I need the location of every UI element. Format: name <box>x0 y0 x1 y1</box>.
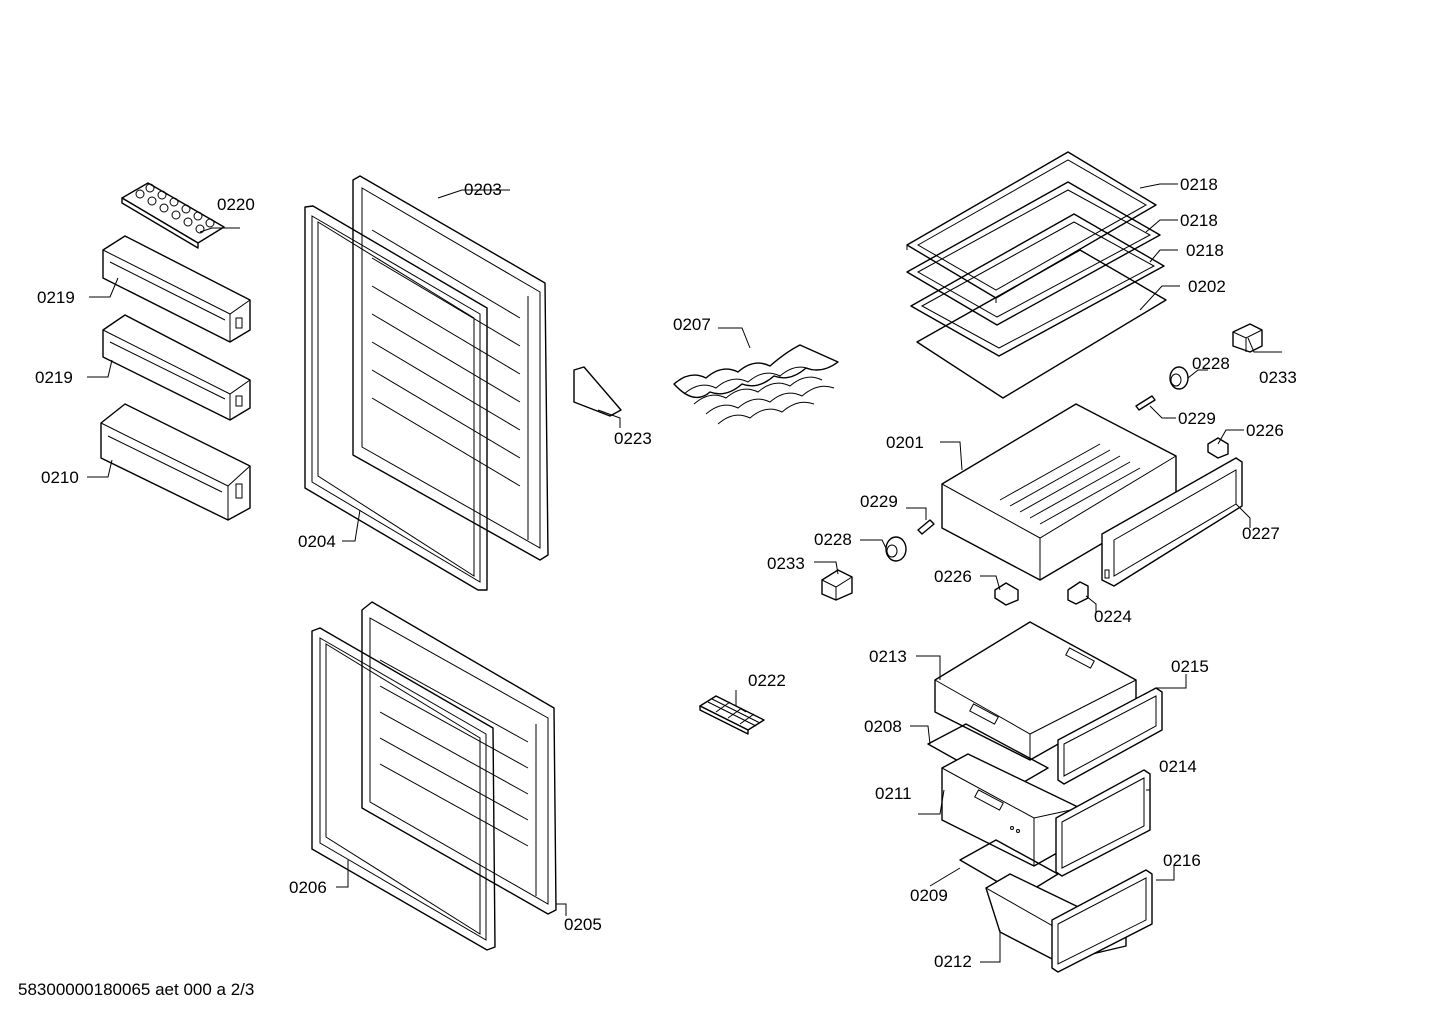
part-label-0229-left: 0229 <box>860 492 898 511</box>
roller-left-0228 <box>885 536 907 562</box>
part-label-0218-mid: 0218 <box>1180 211 1218 230</box>
clip-right-0226 <box>1207 437 1229 459</box>
clip-left-0226 <box>994 582 1019 606</box>
part-label-0203: 0203 <box>464 180 502 199</box>
part-label-0227: 0227 <box>1242 524 1280 543</box>
drawer-front-lower <box>1051 869 1153 973</box>
upper-door-gasket <box>304 205 488 591</box>
part-label-0219-middle: 0219 <box>35 368 73 387</box>
pin-right-0229 <box>1135 395 1156 411</box>
part-label-0223: 0223 <box>614 429 652 448</box>
bracket-left-0233 <box>821 569 853 601</box>
shelf-frame-1 <box>906 151 1157 303</box>
glass-plate <box>916 249 1167 399</box>
part-label-0208: 0208 <box>864 717 902 736</box>
shelf-frame-3 <box>910 213 1165 357</box>
part-label-0204: 0204 <box>298 532 336 551</box>
part-label-0214: 0214 <box>1159 757 1197 776</box>
drawing-reference-number: 58300000180065 aet 000 a 2/3 <box>18 980 255 999</box>
part-label-0213: 0213 <box>869 647 907 666</box>
lower-door <box>361 601 557 915</box>
drawer-front-middle <box>1055 769 1151 877</box>
part-label-0218-bottom: 0218 <box>1186 241 1224 260</box>
door-shelf-middle <box>102 314 251 421</box>
part-label-0207: 0207 <box>673 315 711 334</box>
part-label-0209: 0209 <box>910 886 948 905</box>
bottle-rack <box>673 344 839 425</box>
slider-0224 <box>1067 581 1089 605</box>
part-label-0228-right: 0228 <box>1192 354 1230 373</box>
part-label-0224: 0224 <box>1094 607 1132 626</box>
part-label-0218-top: 0218 <box>1180 175 1218 194</box>
part-label-0233-right: 0233 <box>1259 368 1297 387</box>
ice-cube-tray <box>699 695 765 735</box>
part-label-0216: 0216 <box>1163 851 1201 870</box>
leader-lines <box>87 183 1282 963</box>
part-label-0201: 0201 <box>886 433 924 452</box>
part-labels: 0220 0219 0219 0210 0203 0204 0223 0207 … <box>35 175 1297 971</box>
upper-door <box>352 175 549 561</box>
part-label-0211: 0211 <box>875 784 912 803</box>
part-label-0226-right: 0226 <box>1246 421 1284 440</box>
bracket-right-0233 <box>1232 323 1263 353</box>
egg-tray <box>121 182 225 249</box>
shelf-frame-2 <box>906 181 1161 326</box>
roller-right-0228 <box>1169 366 1189 390</box>
part-label-0205: 0205 <box>564 915 602 934</box>
part-label-0210: 0210 <box>41 468 79 487</box>
door-shelf-upper <box>102 235 251 343</box>
part-label-0206: 0206 <box>289 878 327 897</box>
part-label-0219-upper: 0219 <box>37 288 75 307</box>
label-card <box>573 366 622 417</box>
pin-left-0229 <box>917 519 935 535</box>
part-label-0226-left: 0226 <box>934 567 972 586</box>
part-label-0202: 0202 <box>1188 277 1226 296</box>
part-label-0228-left: 0228 <box>814 530 852 549</box>
part-label-0212: 0212 <box>934 952 972 971</box>
part-label-0229-right: 0229 <box>1178 409 1216 428</box>
part-label-0233-left: 0233 <box>767 554 805 573</box>
lower-door-gasket <box>311 627 496 951</box>
part-label-0222: 0222 <box>748 671 786 690</box>
part-label-0220: 0220 <box>217 195 255 214</box>
part-label-0215: 0215 <box>1171 657 1209 676</box>
door-shelf-lower <box>100 403 251 521</box>
